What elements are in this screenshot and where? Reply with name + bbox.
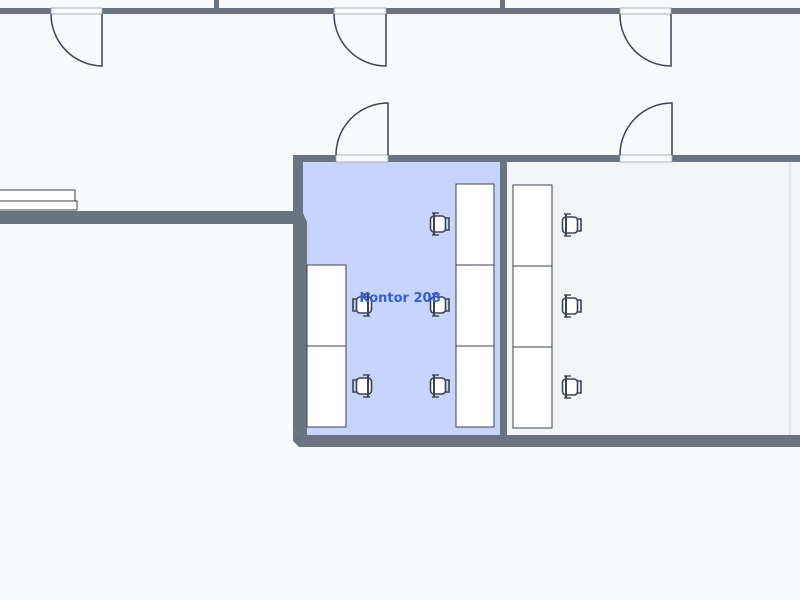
desk[interactable] <box>512 346 553 429</box>
room-adjacent[interactable] <box>506 162 800 435</box>
wall-room-bottom <box>293 428 800 447</box>
desk[interactable] <box>455 183 495 266</box>
desk[interactable] <box>512 265 553 348</box>
room-label: Kontor 208 <box>359 291 440 306</box>
walls <box>0 0 800 447</box>
wall-room-left <box>291 155 307 435</box>
door-top-2[interactable] <box>333 13 387 67</box>
desks <box>306 183 553 429</box>
wall-partition <box>500 155 507 447</box>
wall-top <box>0 8 800 14</box>
wall-room-top <box>293 155 800 162</box>
doors <box>50 13 673 156</box>
desk[interactable] <box>512 184 553 267</box>
desk[interactable] <box>455 345 495 428</box>
door-top-3[interactable] <box>619 13 672 67</box>
door-room-selected[interactable] <box>335 102 389 156</box>
door-room-adjacent[interactable] <box>619 102 673 156</box>
wall-corridor <box>0 211 297 224</box>
door-top-1[interactable] <box>50 13 103 67</box>
desk[interactable] <box>306 264 347 347</box>
desk[interactable] <box>306 345 347 428</box>
desk[interactable] <box>455 264 495 347</box>
shelf <box>0 189 78 211</box>
door-openings <box>50 7 673 163</box>
wall-stub-1 <box>214 0 219 14</box>
wall-stub-2 <box>500 0 505 14</box>
